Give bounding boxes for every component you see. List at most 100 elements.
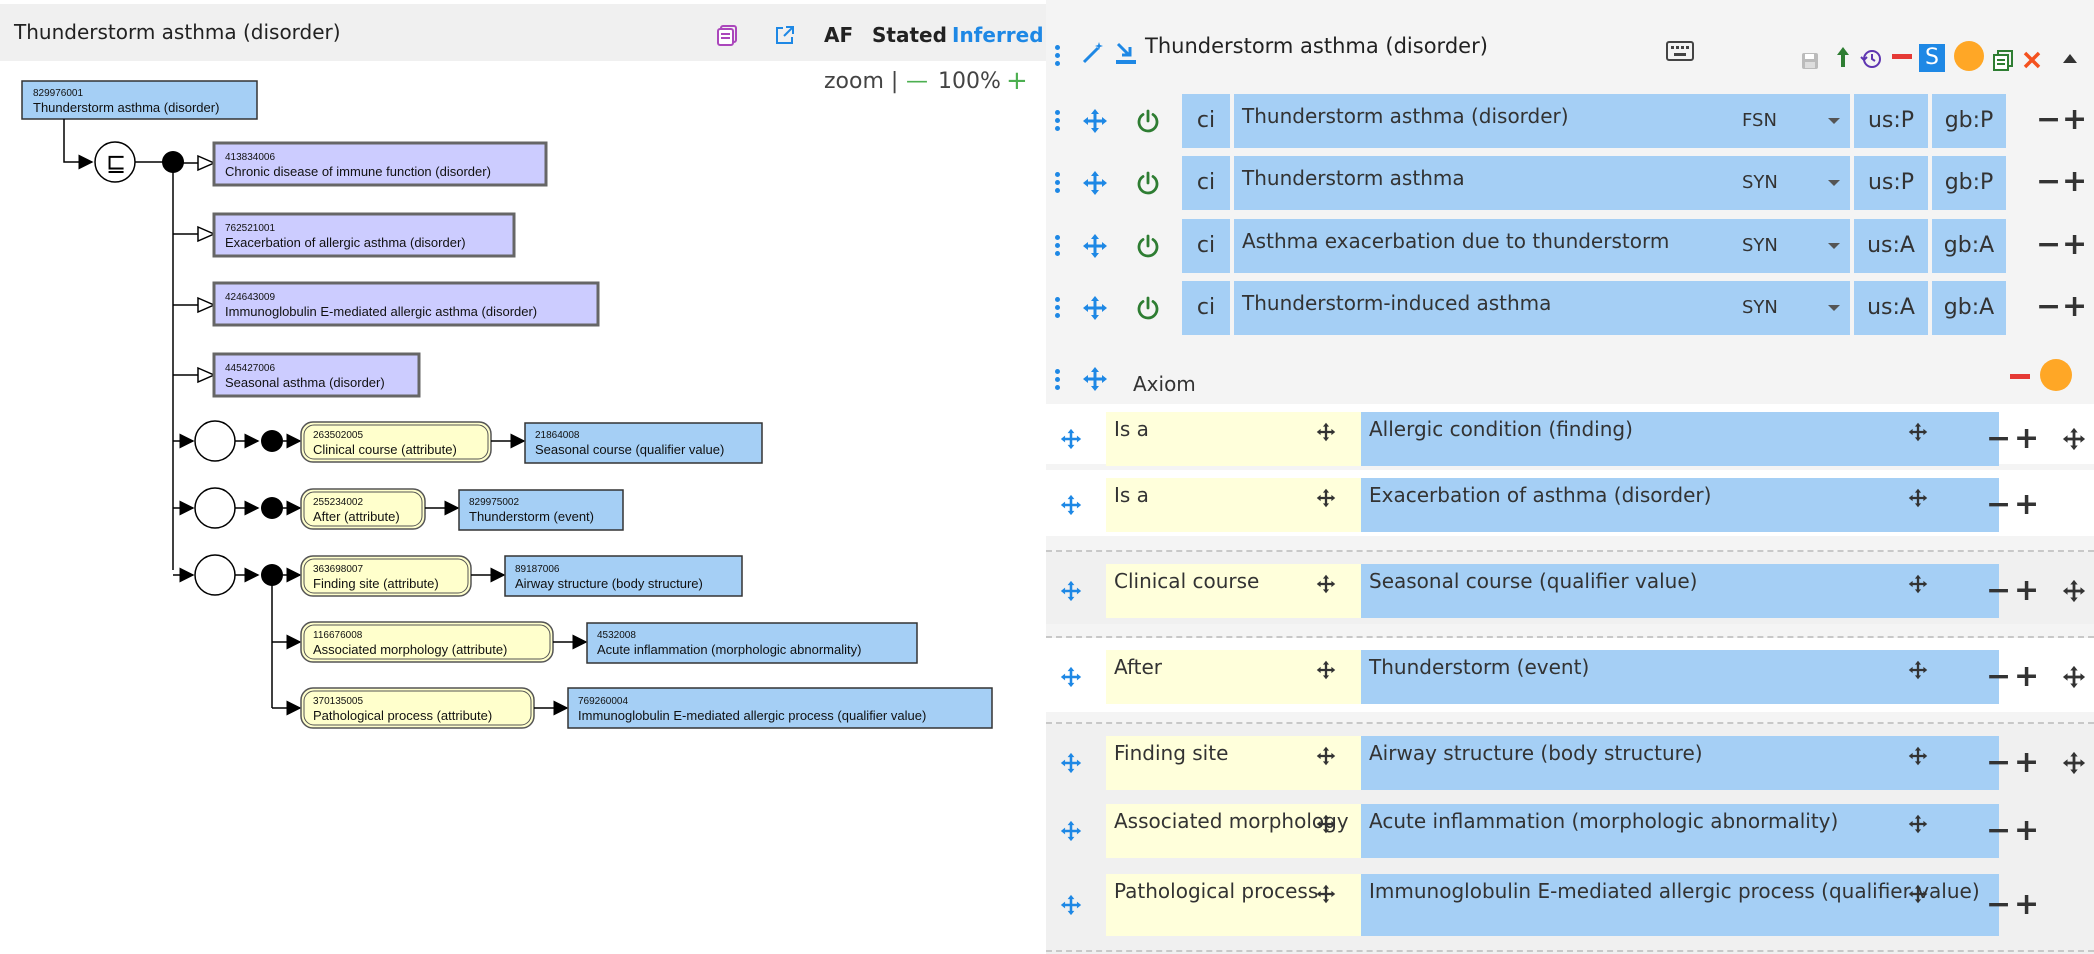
remove-relationship-button[interactable]: −	[1986, 487, 2012, 522]
target-drag-icon[interactable]	[1908, 660, 1928, 680]
relationship-drag-icon[interactable]	[1060, 820, 1082, 842]
diagram-attribute-node[interactable]: 255234002 After (attribute)	[300, 488, 426, 530]
description-term-field[interactable]: Thunderstorm-induced asthma	[1234, 281, 1770, 335]
add-description-button[interactable]: +	[2062, 102, 2088, 137]
us-acceptability-button[interactable]: us:A	[1854, 281, 1928, 335]
description-type-select[interactable]: SYN	[1734, 219, 1850, 273]
add-description-button[interactable]: +	[2062, 164, 2088, 199]
diagram-parent-node[interactable]: 445427006 Seasonal asthma (disorder)	[173, 352, 421, 398]
relationship-type-field[interactable]: Is a	[1106, 478, 1398, 532]
target-drag-icon[interactable]	[1908, 884, 1928, 904]
close-icon[interactable]	[2023, 51, 2041, 69]
gb-acceptability-button[interactable]: gb:A	[1932, 281, 2006, 335]
remove-axiom-icon[interactable]	[2010, 374, 2030, 379]
case-significance-button[interactable]: ci	[1182, 156, 1230, 210]
history-icon[interactable]	[1860, 48, 1882, 70]
s-badge-icon[interactable]: S	[1919, 44, 1945, 72]
diagram-value-node[interactable]: 829975002 Thunderstorm (event)	[458, 489, 624, 531]
relationship-target-field[interactable]: Allergic condition (finding)	[1361, 412, 1999, 466]
diagram-attribute-node[interactable]: 370135005 Pathological process (attribut…	[300, 687, 535, 729]
case-significance-button[interactable]: ci	[1182, 219, 1230, 273]
diagram-parent-node[interactable]: 762521001 Exacerbation of allergic asthm…	[173, 212, 516, 258]
relationship-target-field[interactable]: Exacerbation of asthma (disorder)	[1361, 478, 1999, 532]
relationship-drag-icon[interactable]	[1060, 894, 1082, 916]
import-icon[interactable]	[1113, 40, 1139, 66]
relationship-type-field[interactable]: Finding site	[1106, 736, 1398, 790]
type-drag-icon[interactable]	[1316, 660, 1336, 680]
remove-relationship-button[interactable]: −	[1986, 887, 2012, 922]
stated-button[interactable]: Stated	[872, 23, 947, 47]
group-drag-icon[interactable]	[2062, 579, 2086, 603]
zoom-in-button[interactable]: +	[1006, 66, 1028, 96]
target-drag-icon[interactable]	[1908, 574, 1928, 594]
relationship-type-field[interactable]: Clinical course	[1106, 564, 1398, 618]
description-menu-dots-icon[interactable]	[1055, 297, 1061, 319]
diagram-value-node[interactable]: 4532008 Acute inflammation (morphologic …	[586, 622, 918, 664]
description-type-select[interactable]: SYN	[1734, 156, 1850, 210]
description-menu-dots-icon[interactable]	[1055, 110, 1061, 132]
relationship-drag-icon[interactable]	[1060, 580, 1082, 602]
add-relationship-button[interactable]: +	[2014, 813, 2040, 848]
power-toggle-icon[interactable]	[1136, 296, 1160, 320]
remove-relationship-button[interactable]: −	[1986, 813, 2012, 848]
diagram-value-node[interactable]: 21864008 Seasonal course (qualifier valu…	[524, 422, 763, 464]
group-drag-icon[interactable]	[2062, 427, 2086, 451]
target-drag-icon[interactable]	[1908, 422, 1928, 442]
target-drag-icon[interactable]	[1908, 488, 1928, 508]
add-relationship-button[interactable]: +	[2014, 573, 2040, 608]
description-drag-icon[interactable]	[1082, 108, 1108, 134]
description-drag-icon[interactable]	[1082, 170, 1108, 196]
gb-acceptability-button[interactable]: gb:A	[1932, 219, 2006, 273]
type-drag-icon[interactable]	[1316, 574, 1336, 594]
relationship-drag-icon[interactable]	[1060, 428, 1082, 450]
description-term-field[interactable]: Thunderstorm asthma	[1234, 156, 1770, 210]
us-acceptability-button[interactable]: us:P	[1854, 156, 1928, 210]
diagram-attribute-node[interactable]: 363698007 Finding site (attribute)	[300, 555, 472, 597]
remove-relationship-button[interactable]: −	[1986, 421, 2012, 456]
diagram-attribute-node[interactable]: 263502005 Clinical course (attribute)	[300, 421, 492, 463]
diagram-attribute-node[interactable]: 116676008 Associated morphology (attribu…	[300, 621, 554, 663]
type-drag-icon[interactable]	[1316, 746, 1336, 766]
target-drag-icon[interactable]	[1908, 746, 1928, 766]
remove-relationship-button[interactable]: −	[1986, 745, 2012, 780]
add-description-button[interactable]: +	[2062, 227, 2088, 262]
relationship-target-field[interactable]: Thunderstorm (event)	[1361, 650, 1999, 704]
type-drag-icon[interactable]	[1316, 814, 1336, 834]
diagram-parent-node[interactable]: 413834006 Chronic disease of immune func…	[173, 141, 548, 187]
axiom-status-orange-icon[interactable]	[2040, 359, 2072, 391]
remove-concept-icon[interactable]	[1892, 54, 1912, 59]
description-menu-dots-icon[interactable]	[1055, 235, 1061, 257]
power-toggle-icon[interactable]	[1136, 109, 1160, 133]
description-type-select[interactable]: FSN	[1734, 94, 1850, 148]
menu-dots-icon[interactable]	[1055, 45, 1061, 67]
description-term-field[interactable]: Thunderstorm asthma (disorder)	[1234, 94, 1770, 148]
relationship-type-field[interactable]: Is a	[1106, 412, 1398, 466]
description-menu-dots-icon[interactable]	[1055, 172, 1061, 194]
promote-icon[interactable]	[1835, 45, 1851, 69]
case-significance-button[interactable]: ci	[1182, 94, 1230, 148]
relationship-type-field[interactable]: Pathological process	[1106, 874, 1398, 936]
remove-relationship-button[interactable]: −	[1986, 573, 2012, 608]
diagram-concept-node[interactable]: 829976001 Thunderstorm asthma (disorder)	[21, 80, 258, 120]
add-relationship-button[interactable]: +	[2014, 659, 2040, 694]
af-button[interactable]: AF	[824, 23, 854, 47]
type-drag-icon[interactable]	[1316, 488, 1336, 508]
save-icon[interactable]	[1800, 51, 1820, 71]
case-significance-button[interactable]: ci	[1182, 281, 1230, 335]
description-drag-icon[interactable]	[1082, 295, 1108, 321]
power-toggle-icon[interactable]	[1136, 171, 1160, 195]
relationship-target-field[interactable]: Airway structure (body structure)	[1361, 736, 1999, 790]
axiom-drag-icon[interactable]	[1082, 366, 1108, 392]
magic-wand-icon[interactable]	[1080, 40, 1106, 66]
diagram-value-node[interactable]: 89187006 Airway structure (body structur…	[504, 555, 743, 597]
group-drag-icon[interactable]	[2062, 751, 2086, 775]
remove-description-button[interactable]: −	[2036, 102, 2062, 137]
add-relationship-button[interactable]: +	[2014, 421, 2040, 456]
relationship-target-field[interactable]: Acute inflammation (morphologic abnormal…	[1361, 804, 1999, 858]
zoom-out-button[interactable]: —	[906, 69, 928, 94]
add-relationship-button[interactable]: +	[2014, 745, 2040, 780]
remove-description-button[interactable]: −	[2036, 164, 2062, 199]
copy-icon[interactable]	[1992, 49, 2014, 71]
remove-description-button[interactable]: −	[2036, 289, 2062, 324]
add-relationship-button[interactable]: +	[2014, 887, 2040, 922]
